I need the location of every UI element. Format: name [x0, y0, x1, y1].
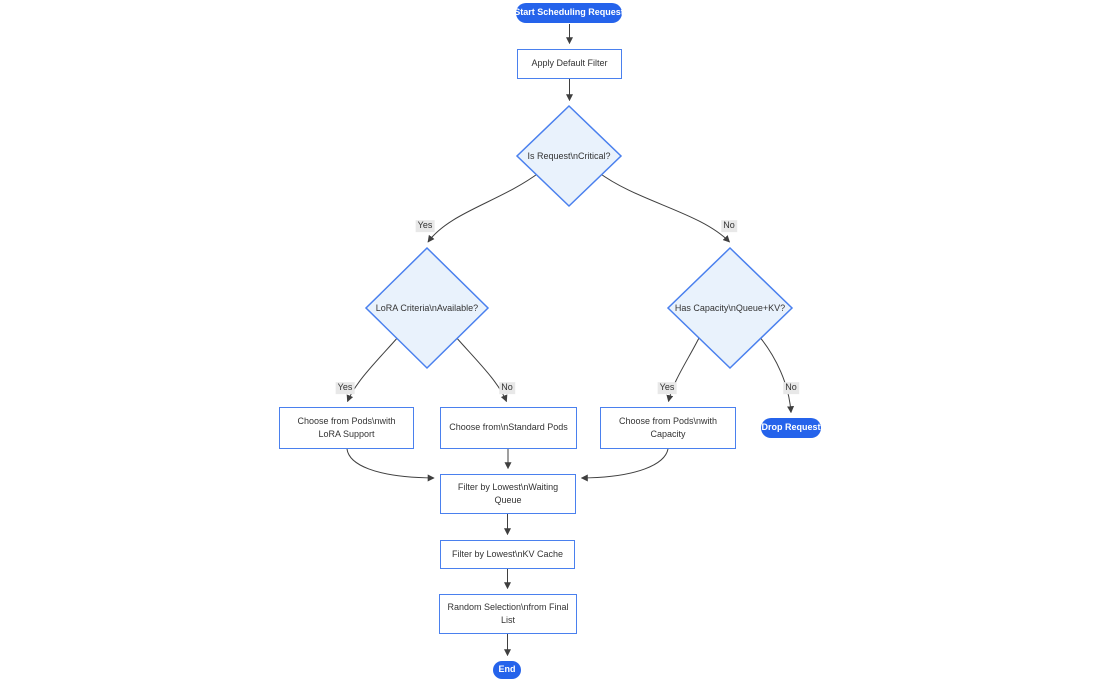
node-end: End: [493, 661, 521, 679]
node-filter-kv-cache: Filter by Lowest\nKV Cache: [440, 540, 575, 569]
node-choose-standard-pods: Choose from\nStandard Pods: [440, 407, 577, 449]
node-choose-capacity-pods: Choose from Pods\nwith Capacity: [600, 407, 736, 449]
edge-critical-yes: [427, 171, 541, 243]
node-lora-available-label: LoRA Criteria\nAvailable?: [375, 303, 479, 313]
edge-capacity-to-filter-queue: [580, 448, 669, 482]
edge-lora-yes: [346, 335, 400, 403]
edge-label-lora-no: No: [499, 382, 515, 394]
decision-diamond-lora: [364, 246, 490, 370]
edge-capacity-no: [758, 335, 795, 414]
node-random-selection: Random Selection\nfrom Final List: [439, 594, 577, 634]
node-is-critical-label: Is Request\nCritical?: [527, 151, 611, 161]
edge-label-capacity-yes: Yes: [657, 382, 677, 394]
node-has-capacity-label: Has Capacity\nQueue+KV?: [674, 303, 786, 313]
node-start: Start Scheduling Request: [514, 3, 624, 23]
edge-label-capacity-no: No: [783, 382, 799, 394]
edge-label-lora-yes: Yes: [335, 382, 355, 394]
edge-lora-to-filter-queue: [346, 448, 435, 482]
decision-diamond-critical: [515, 104, 623, 208]
edge-critical-no: [597, 171, 730, 243]
node-filter-waiting-queue: Filter by Lowest\nWaiting Queue: [440, 474, 576, 514]
edge-capacity-yes: [666, 335, 701, 403]
edge-label-critical-yes: Yes: [415, 220, 435, 232]
node-choose-lora-pods: Choose from Pods\nwith LoRA Support: [279, 407, 414, 449]
node-drop-request: Drop Request: [761, 418, 821, 438]
edge-label-critical-no: No: [721, 220, 737, 232]
decision-diamond-capacity: [666, 246, 794, 370]
edge-lora-no: [454, 335, 508, 403]
node-apply-default-filter: Apply Default Filter: [517, 49, 622, 79]
